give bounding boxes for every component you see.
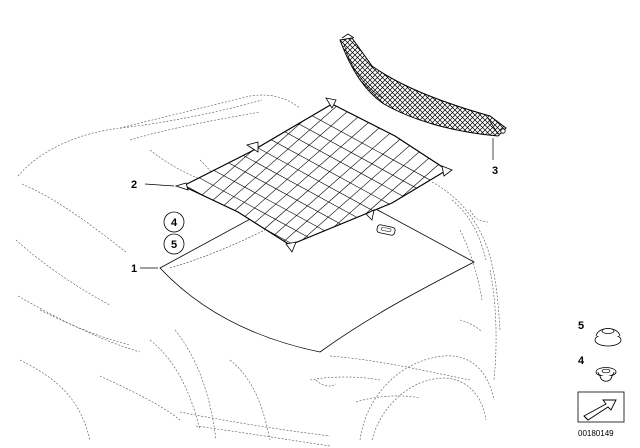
callout-strap: 3 — [492, 165, 498, 177]
circled-callout-bottom: 5 — [163, 233, 185, 255]
net-hook-bottom-right — [365, 209, 375, 221]
direction-arrow-icon — [577, 391, 625, 423]
legend-grommet-4: 4 — [578, 355, 617, 382]
circled-callout-top-label: 4 — [171, 217, 178, 229]
net-hook-left — [174, 182, 189, 191]
reference-number: 00180149 — [578, 429, 614, 438]
circled-callout-top: 4 — [163, 211, 185, 233]
cover-handle — [376, 224, 396, 236]
callout-net: 2 — [131, 179, 137, 191]
circled-callout-bottom-label: 5 — [171, 239, 177, 251]
leader-lines — [140, 138, 494, 269]
net-hook-top — [325, 97, 337, 109]
net-hook-right — [441, 165, 453, 177]
legend-label-4: 4 — [578, 355, 585, 367]
car-body-outline — [15, 94, 501, 447]
tie-down-strap — [339, 33, 507, 137]
callout-cover: 1 — [131, 263, 137, 275]
trunk-floor-cover — [159, 179, 475, 353]
legend-label-5: 5 — [578, 320, 584, 332]
leader-line-net — [144, 183, 175, 187]
net-hook-top-left — [246, 141, 259, 153]
legend-grommet-5: 5 — [578, 320, 622, 347]
net-hook-bottom — [285, 241, 297, 253]
